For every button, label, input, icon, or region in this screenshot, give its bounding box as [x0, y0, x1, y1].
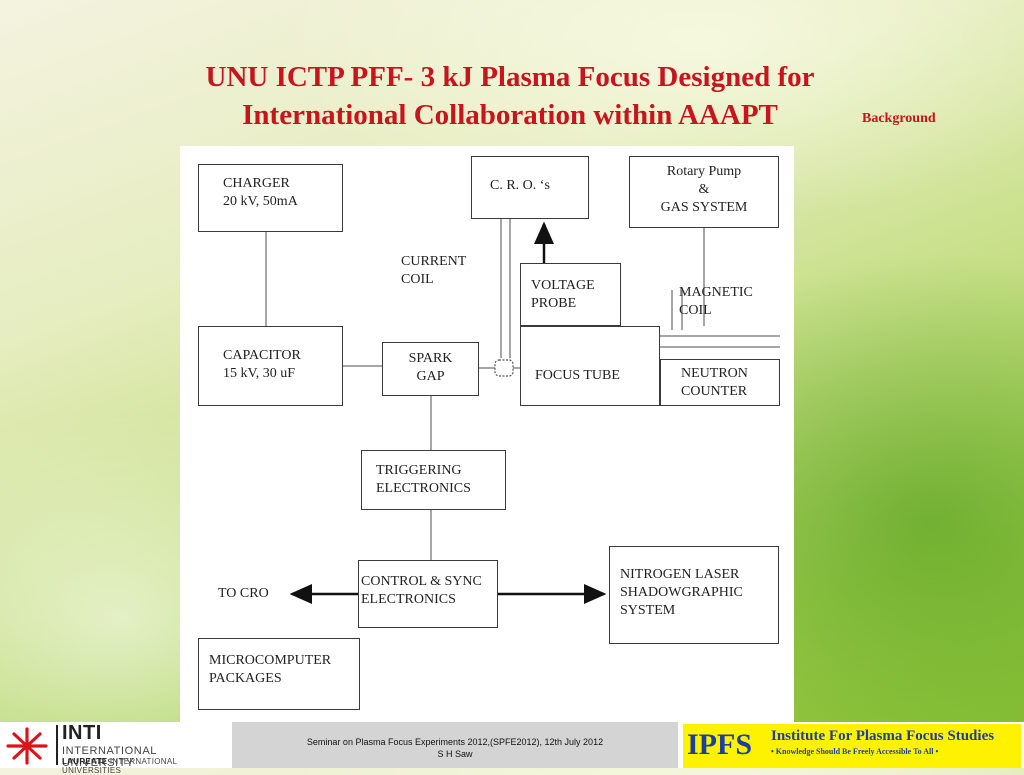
nitrogen-line-3: SYSTEM	[620, 603, 676, 618]
charger-label: CHARGER	[223, 176, 290, 191]
inti-affiliation: LAUREATE INTERNATIONAL UNIVERSITIES	[62, 757, 232, 775]
capacitor-box: CAPACITOR 15 kV, 30 uF	[198, 326, 343, 406]
voltage-probe-line-2: PROBE	[531, 296, 577, 311]
current-coil-icon	[494, 359, 514, 377]
current-coil-line-1: CURRENT	[401, 254, 467, 269]
magnetic-coil-label: MAGNETIC COIL	[679, 284, 753, 320]
ipfs-tagline: • Knowledge Should Be Freely Accessible …	[771, 747, 939, 756]
charger-spec: 20 kV, 50mA	[223, 194, 298, 209]
cro-label: C. R. O. ‘s	[490, 178, 550, 193]
rotary-pump-box: Rotary Pump & GAS SYSTEM	[629, 156, 779, 228]
slide-title-line-1: UNU ICTP PFF- 3 kJ Plasma Focus Designed…	[205, 61, 815, 93]
slide-title: UNU ICTP PFF- 3 kJ Plasma Focus Designed…	[120, 58, 900, 134]
inti-logo: INTI INTERNATIONAL UNIVERSITY LAUREATE I…	[0, 722, 232, 775]
magnetic-coil-line-2: COIL	[679, 303, 712, 318]
block-diagram: CHARGER 20 kV, 50mA C. R. O. ‘s Rotary P…	[180, 146, 794, 722]
charger-box: CHARGER 20 kV, 50mA	[198, 164, 343, 232]
spark-gap-line-2: GAP	[416, 369, 445, 384]
neutron-counter-box: NEUTRON COUNTER	[660, 359, 780, 406]
capacitor-label: CAPACITOR	[223, 348, 301, 363]
ipfs-logo-text: IPFS	[687, 728, 753, 761]
seminar-line-1: Seminar on Plasma Focus Experiments 2012…	[306, 737, 604, 747]
triggering-electronics-box: TRIGGERING ELECTRONICS	[361, 450, 506, 510]
triggering-line-1: TRIGGERING	[376, 463, 462, 478]
cro-box: C. R. O. ‘s	[471, 156, 589, 219]
magnetic-coil-line-1: MAGNETIC	[679, 285, 753, 300]
seminar-footer: Seminar on Plasma Focus Experiments 2012…	[232, 722, 678, 768]
nitrogen-line-1: NITROGEN LASER	[620, 567, 740, 582]
microcomputer-box: MICROCOMPUTER PACKAGES	[198, 638, 360, 710]
spark-gap-line-1: SPARK	[408, 351, 453, 366]
slide-title-line-2: International Collaboration within AAAPT	[242, 99, 778, 131]
neutron-counter-line-2: COUNTER	[681, 384, 748, 399]
microcomputer-line-1: MICROCOMPUTER	[209, 653, 332, 668]
slide-subtitle: Background	[862, 111, 936, 126]
inti-subtitle: INTERNATIONAL UNIVERSITY	[62, 745, 157, 769]
neutron-counter-line-1: NEUTRON	[681, 366, 748, 381]
inti-divider	[56, 725, 58, 765]
rotary-amp: &	[698, 182, 710, 197]
gas-system-label: GAS SYSTEM	[660, 200, 748, 215]
nitrogen-laser-box: NITROGEN LASER SHADOWGRAPHIC SYSTEM	[609, 546, 779, 644]
voltage-probe-line-1: VOLTAGE	[531, 278, 595, 293]
inti-name: INTI	[62, 722, 102, 744]
control-line-2: ELECTRONICS	[361, 592, 456, 607]
rotary-label: Rotary Pump	[666, 164, 742, 179]
spark-gap-box: SPARK GAP	[382, 342, 479, 396]
inti-sun-icon	[6, 727, 48, 765]
focus-tube-box: FOCUS TUBE	[520, 326, 660, 406]
current-coil-label: CURRENT COIL	[401, 253, 466, 289]
focus-tube-label: FOCUS TUBE	[535, 368, 620, 383]
microcomputer-line-2: PACKAGES	[209, 671, 282, 686]
ipfs-name: Institute For Plasma Focus Studies	[771, 728, 995, 744]
triggering-line-2: ELECTRONICS	[376, 481, 471, 496]
seminar-author: S H Saw	[437, 749, 473, 759]
ipfs-logo: IPFS Institute For Plasma Focus Studies …	[683, 724, 1021, 768]
to-cro-label: TO CRO	[218, 586, 269, 601]
inti-affiliation-bold: LAUREATE	[62, 757, 108, 766]
capacitor-spec: 15 kV, 30 uF	[223, 366, 296, 381]
voltage-probe-box: VOLTAGE PROBE	[520, 263, 621, 326]
nitrogen-line-2: SHADOWGRAPHIC	[620, 585, 743, 600]
current-coil-line-2: COIL	[401, 272, 434, 287]
control-line-1: CONTROL & SYNC	[361, 574, 482, 589]
control-sync-box: CONTROL & SYNC ELECTRONICS	[358, 560, 498, 628]
